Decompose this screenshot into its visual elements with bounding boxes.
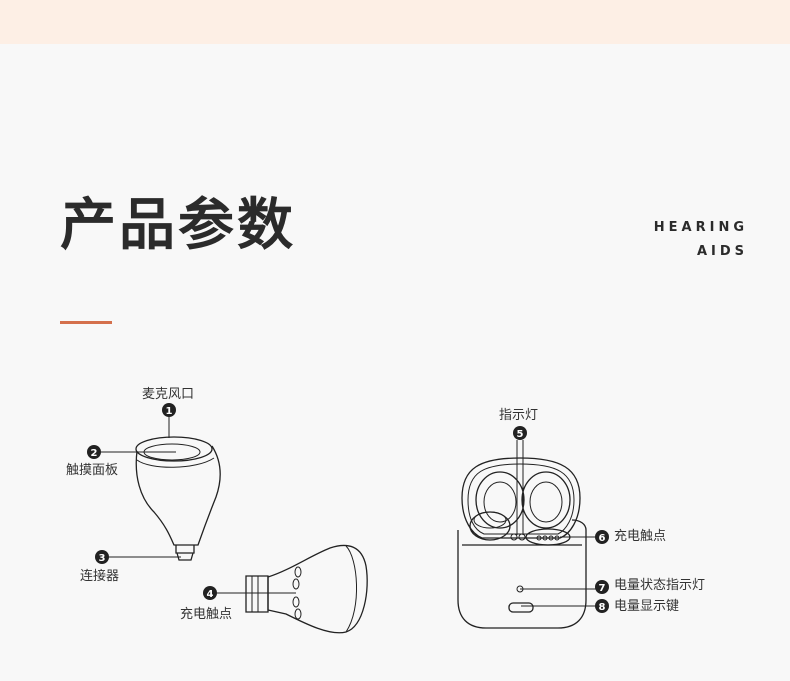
svg-text:8: 8 bbox=[599, 602, 606, 613]
svg-text:3: 3 bbox=[99, 553, 106, 564]
earbud-side-illustration bbox=[245, 544, 368, 634]
accent-divider bbox=[60, 321, 112, 324]
svg-text:7: 7 bbox=[599, 583, 606, 594]
callout-badge-6: 6 bbox=[595, 530, 609, 544]
callout-badge-5: 5 bbox=[513, 426, 527, 440]
earbud-illustration bbox=[135, 436, 221, 561]
tagline-line-1: HEARING bbox=[653, 220, 748, 235]
label-battery-display-key: 电量显示键 bbox=[614, 599, 680, 614]
tagline-line-2: AIDS bbox=[696, 244, 748, 259]
callout-badge-3: 3 bbox=[95, 550, 109, 564]
svg-text:4: 4 bbox=[207, 589, 214, 600]
top-banner bbox=[0, 0, 790, 44]
label-charging-contacts-case: 充电触点 bbox=[614, 529, 667, 544]
label-connector: 连接器 bbox=[80, 569, 120, 584]
label-battery-status-light: 电量状态指示灯 bbox=[614, 578, 706, 593]
label-charging-contacts-earbud: 充电触点 bbox=[180, 607, 233, 622]
label-microphone-port: 麦克风口 bbox=[142, 387, 195, 402]
tagline: HEARING AIDS bbox=[654, 216, 748, 264]
label-indicator-light: 指示灯 bbox=[499, 408, 539, 423]
svg-text:5: 5 bbox=[517, 429, 524, 440]
charging-case-illustration bbox=[457, 457, 587, 629]
callout-badge-8: 8 bbox=[595, 599, 609, 613]
callout-badge-4: 4 bbox=[203, 586, 217, 600]
callout-badge-1: 1 bbox=[162, 403, 176, 417]
svg-text:1: 1 bbox=[166, 406, 173, 417]
label-touch-panel: 触摸面板 bbox=[66, 463, 119, 478]
callout-badge-7: 7 bbox=[595, 580, 609, 594]
callout-badge-2: 2 bbox=[87, 445, 101, 459]
page-title: 产品参数 bbox=[60, 193, 296, 258]
svg-text:6: 6 bbox=[599, 533, 606, 544]
svg-text:2: 2 bbox=[91, 448, 98, 459]
leader-lines bbox=[95, 411, 597, 607]
